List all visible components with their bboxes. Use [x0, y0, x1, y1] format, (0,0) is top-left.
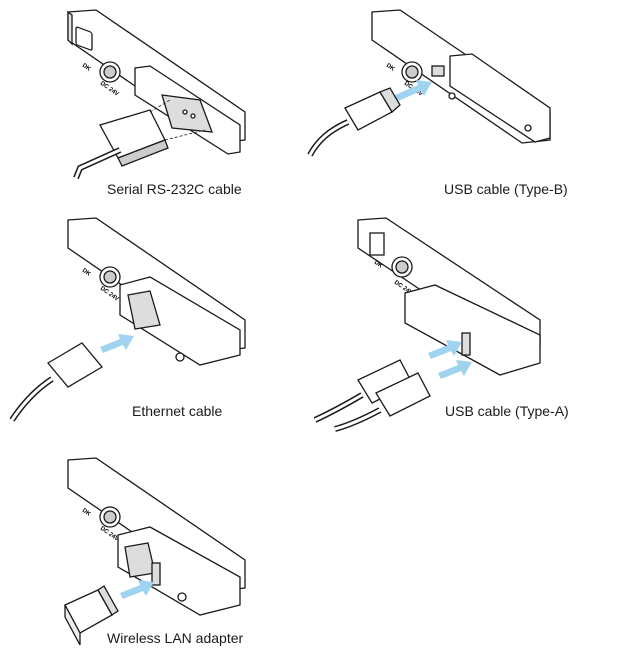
dc-label: DC 24V	[99, 526, 120, 543]
usb-b-connection-illustration: DK DC 24V	[307, 9, 551, 157]
panel-usb-a: DK DC 24V USB cable (Type-A)	[300, 215, 625, 432]
serial-cable	[73, 109, 169, 180]
usb-a-hub-module	[404, 284, 541, 376]
usb-a-connection-illustration: DK DC 24V	[313, 217, 541, 432]
wlan-connection-illustration: DK DC 24V	[64, 457, 246, 646]
panel-wlan: DK DC 24V Wireless LAN adapter	[0, 455, 310, 659]
insert-arrow	[395, 80, 432, 101]
insert-arrow	[120, 580, 154, 599]
dk-label: DK	[81, 508, 92, 518]
caption-ethernet: Ethernet cable	[132, 403, 223, 419]
usb-b-cable	[307, 87, 401, 157]
alignment-guides	[149, 99, 206, 141]
serial-interface-board	[134, 65, 241, 155]
lan-usb-module	[117, 526, 241, 616]
panel-usb-b: DK DC 24V USB cable (Type-B)	[300, 0, 625, 205]
ethernet-interface-module	[119, 276, 241, 366]
printer-back-panel	[371, 9, 551, 144]
ethernet-connection-illustration: DK DC 24V	[9, 217, 246, 422]
dk-label: DK	[81, 63, 92, 73]
dk-label: DK	[81, 268, 92, 278]
panel-ethernet: DK DC 24V Ethernet cable	[0, 215, 310, 425]
dc-label: DC 24V	[99, 81, 120, 98]
dc-label: DC 24V	[99, 286, 120, 303]
ethernet-cable	[9, 342, 103, 422]
insert-arrow-bottom	[438, 360, 472, 379]
serial-connection-illustration: DK DC 24V	[67, 9, 246, 180]
usb-a-cables	[313, 359, 431, 432]
caption-usb-a: USB cable (Type-A)	[445, 403, 569, 419]
dk-label: DK	[373, 260, 384, 270]
insert-arrow-top	[428, 340, 462, 359]
wireless-lan-adapter	[64, 585, 119, 646]
dk-label: DK	[385, 63, 396, 73]
caption-serial: Serial RS-232C cable	[107, 181, 242, 197]
caption-usb-b: USB cable (Type-B)	[444, 181, 568, 197]
caption-wlan: Wireless LAN adapter	[107, 630, 244, 646]
panel-serial: DK DC 24V Serial RS-232C cable	[0, 0, 310, 205]
insert-arrow	[100, 334, 134, 353]
